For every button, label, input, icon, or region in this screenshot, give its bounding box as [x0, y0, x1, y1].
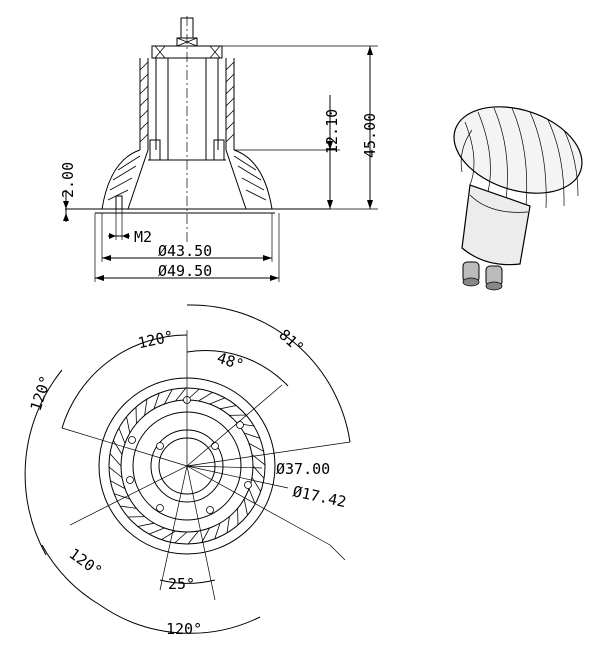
side-view-dimensions	[63, 45, 378, 282]
dim-height-neck: 12.10	[323, 109, 341, 154]
fin-line	[137, 522, 155, 527]
fin-line	[119, 505, 137, 509]
led-hole	[126, 476, 134, 484]
fin-line	[209, 397, 226, 405]
fin-line	[108, 466, 123, 478]
fin-line	[161, 530, 176, 541]
fin-line	[109, 453, 122, 467]
dim-dia-outer: Ø49.50	[158, 262, 212, 280]
dim-angle-left: 120°	[27, 373, 55, 413]
dim-dia-center: Ø17.42	[291, 482, 348, 511]
fin-line	[201, 527, 210, 543]
dim-angle-top-left: 120°	[136, 327, 175, 352]
fin-line	[226, 516, 230, 534]
fin-line	[243, 498, 248, 516]
led-hole	[206, 506, 214, 514]
fin-line	[113, 493, 130, 500]
fin-line	[112, 440, 123, 455]
dim-dia-inner: Ø43.50	[158, 242, 212, 260]
fin-line	[248, 443, 264, 452]
led-hole	[156, 442, 164, 450]
fin-line	[251, 477, 262, 492]
fin-line	[187, 530, 199, 545]
dim-dia-mid: Ø37.00	[276, 460, 330, 478]
dim-angle-bottom: 120°	[166, 620, 202, 638]
fin-line	[214, 523, 221, 540]
led-hole	[128, 436, 136, 444]
fin-line	[174, 531, 188, 544]
led-hole	[156, 504, 164, 512]
side-view-section	[65, 16, 330, 245]
dim-height-total: 45.00	[361, 113, 379, 158]
dim-pin: M2	[134, 228, 152, 246]
dim-rim: 2.00	[59, 162, 77, 198]
fin-line	[219, 405, 237, 410]
fin-line	[110, 480, 126, 489]
dim-angle-bottom-left: 120°	[66, 545, 106, 581]
led-hole	[211, 442, 219, 450]
fin-line	[164, 389, 173, 405]
top-view	[24, 304, 351, 634]
fin-line	[126, 416, 131, 434]
led-hole	[244, 481, 252, 489]
fin-line	[175, 387, 187, 402]
fin-line	[118, 427, 126, 444]
fin-line	[198, 391, 213, 402]
dim-angle-inner: 48°	[215, 349, 246, 374]
fin-line	[148, 527, 165, 535]
dim-angle-top-right: 81°	[275, 326, 307, 358]
led-hole	[236, 421, 244, 429]
fin-line	[144, 398, 148, 416]
dim-angle-pins: 25°	[168, 575, 195, 593]
fin-line	[244, 432, 261, 439]
fin-line	[153, 392, 160, 409]
lamp-product-icon	[453, 106, 583, 291]
fin-line	[248, 488, 256, 505]
